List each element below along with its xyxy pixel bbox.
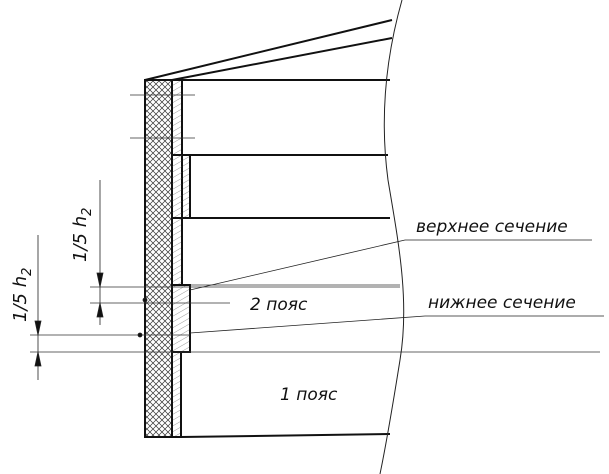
roof [144, 19, 393, 81]
shell-wall [171, 79, 191, 438]
belt-2-label: 2 пояс [250, 295, 308, 315]
break-line [379, 0, 405, 474]
dimension-lower [34, 235, 143, 380]
insulation-layer [144, 79, 173, 438]
belt-1-label: 1 пояс [280, 385, 338, 405]
belt-lines [180, 79, 391, 438]
leaders [189, 239, 604, 334]
upper-section-label: верхнее сечение [416, 217, 568, 237]
lower-dimension-text: 1/5 h2 [10, 268, 35, 322]
thin-lines [30, 94, 600, 353]
lower-section-label: нижнее сечение [428, 293, 576, 313]
dimension-upper [96, 180, 148, 325]
upper-dimension-text: 1/5 h2 [70, 208, 95, 262]
